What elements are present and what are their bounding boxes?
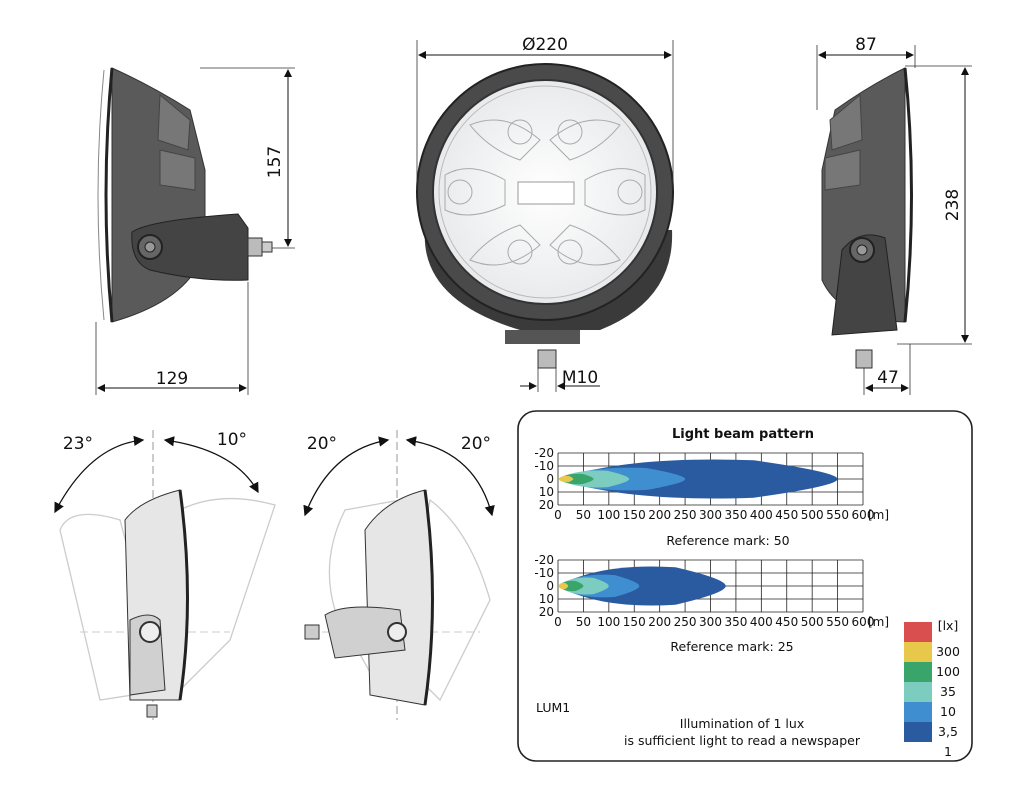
front-view — [416, 40, 674, 392]
legend-swatch — [904, 722, 932, 742]
x-unit: [m] — [868, 508, 889, 522]
x-tick: 50 — [576, 508, 591, 522]
y-tick: -10 — [534, 566, 554, 580]
note-line-1: Illumination of 1 lux — [680, 716, 804, 731]
x-tick: 350 — [724, 508, 747, 522]
dim-238: 238 — [943, 189, 963, 221]
x-tick: 300 — [699, 508, 722, 522]
illuminance-legend: 300 100 35 10 3,5 1 — [904, 622, 960, 759]
x-tick: 400 — [750, 508, 773, 522]
x-tick: 150 — [623, 615, 646, 629]
dim-87: 87 — [855, 35, 877, 55]
legend-unit: [lx] — [938, 618, 959, 633]
x-unit: [m] — [868, 615, 889, 629]
y-tick: 20 — [539, 605, 554, 619]
y-tick: -20 — [534, 553, 554, 567]
dim-47: 47 — [877, 368, 899, 388]
x-tick: 550 — [826, 615, 849, 629]
x-tick: 400 — [750, 615, 773, 629]
legend-label: 300 — [936, 644, 960, 659]
y-tick: 20 — [539, 498, 554, 512]
y-tick: -20 — [534, 446, 554, 460]
note-line-2: is sufficient light to read a newspaper — [624, 733, 861, 748]
y-tick: 10 — [539, 485, 554, 499]
legend-label: 1 — [944, 744, 952, 759]
tilt-20-left: 20° — [307, 434, 337, 454]
x-tick: 550 — [826, 508, 849, 522]
dim-diameter: Ø220 — [522, 35, 568, 55]
y-tick: 0 — [546, 579, 554, 593]
ref-mark-2: Reference mark: 25 — [670, 639, 793, 654]
model-label: LUM1 — [536, 700, 570, 715]
beam-layer-4 — [558, 582, 569, 590]
x-tick: 100 — [597, 508, 620, 522]
x-tick: 600 — [852, 615, 875, 629]
x-tick: 450 — [775, 508, 798, 522]
side-view-left — [95, 67, 295, 395]
beam-layer-4 — [558, 475, 574, 483]
ref-mark-1: Reference mark: 50 — [666, 533, 789, 548]
x-tick: 350 — [724, 615, 747, 629]
y-tick: 0 — [546, 472, 554, 486]
legend-label: 3,5 — [938, 724, 958, 739]
legend-swatch — [904, 662, 932, 682]
x-tick: 0 — [554, 615, 562, 629]
dim-129: 129 — [156, 369, 188, 389]
side-view-right — [816, 45, 972, 395]
x-tick: 200 — [648, 508, 671, 522]
x-tick: 100 — [597, 615, 620, 629]
legend-label: 10 — [940, 704, 956, 719]
x-tick: 600 — [852, 508, 875, 522]
x-tick: 150 — [623, 508, 646, 522]
tilt-view-left — [54, 430, 276, 720]
legend-label: 35 — [940, 684, 956, 699]
tilt-20-right: 20° — [461, 434, 491, 454]
x-tick: 450 — [775, 615, 798, 629]
x-tick: 500 — [801, 508, 824, 522]
x-tick: 50 — [576, 615, 591, 629]
tilt-10: 10° — [217, 430, 247, 450]
y-tick: -10 — [534, 459, 554, 473]
x-tick: 0 — [554, 508, 562, 522]
x-tick: 250 — [674, 508, 697, 522]
dim-m10: M10 — [562, 368, 598, 388]
tilt-23: 23° — [63, 434, 93, 454]
x-tick: 200 — [648, 615, 671, 629]
legend-swatch — [904, 682, 932, 702]
legend-swatch — [904, 702, 932, 722]
x-tick: 250 — [674, 615, 697, 629]
y-tick: 10 — [539, 592, 554, 606]
legend-label: 100 — [936, 664, 960, 679]
beam-title: Light beam pattern — [672, 427, 814, 442]
x-tick: 500 — [801, 615, 824, 629]
x-tick: 300 — [699, 615, 722, 629]
dim-157: 157 — [265, 146, 285, 178]
legend-swatch — [904, 622, 932, 642]
legend-swatch — [904, 642, 932, 662]
tilt-view-right — [303, 430, 495, 720]
